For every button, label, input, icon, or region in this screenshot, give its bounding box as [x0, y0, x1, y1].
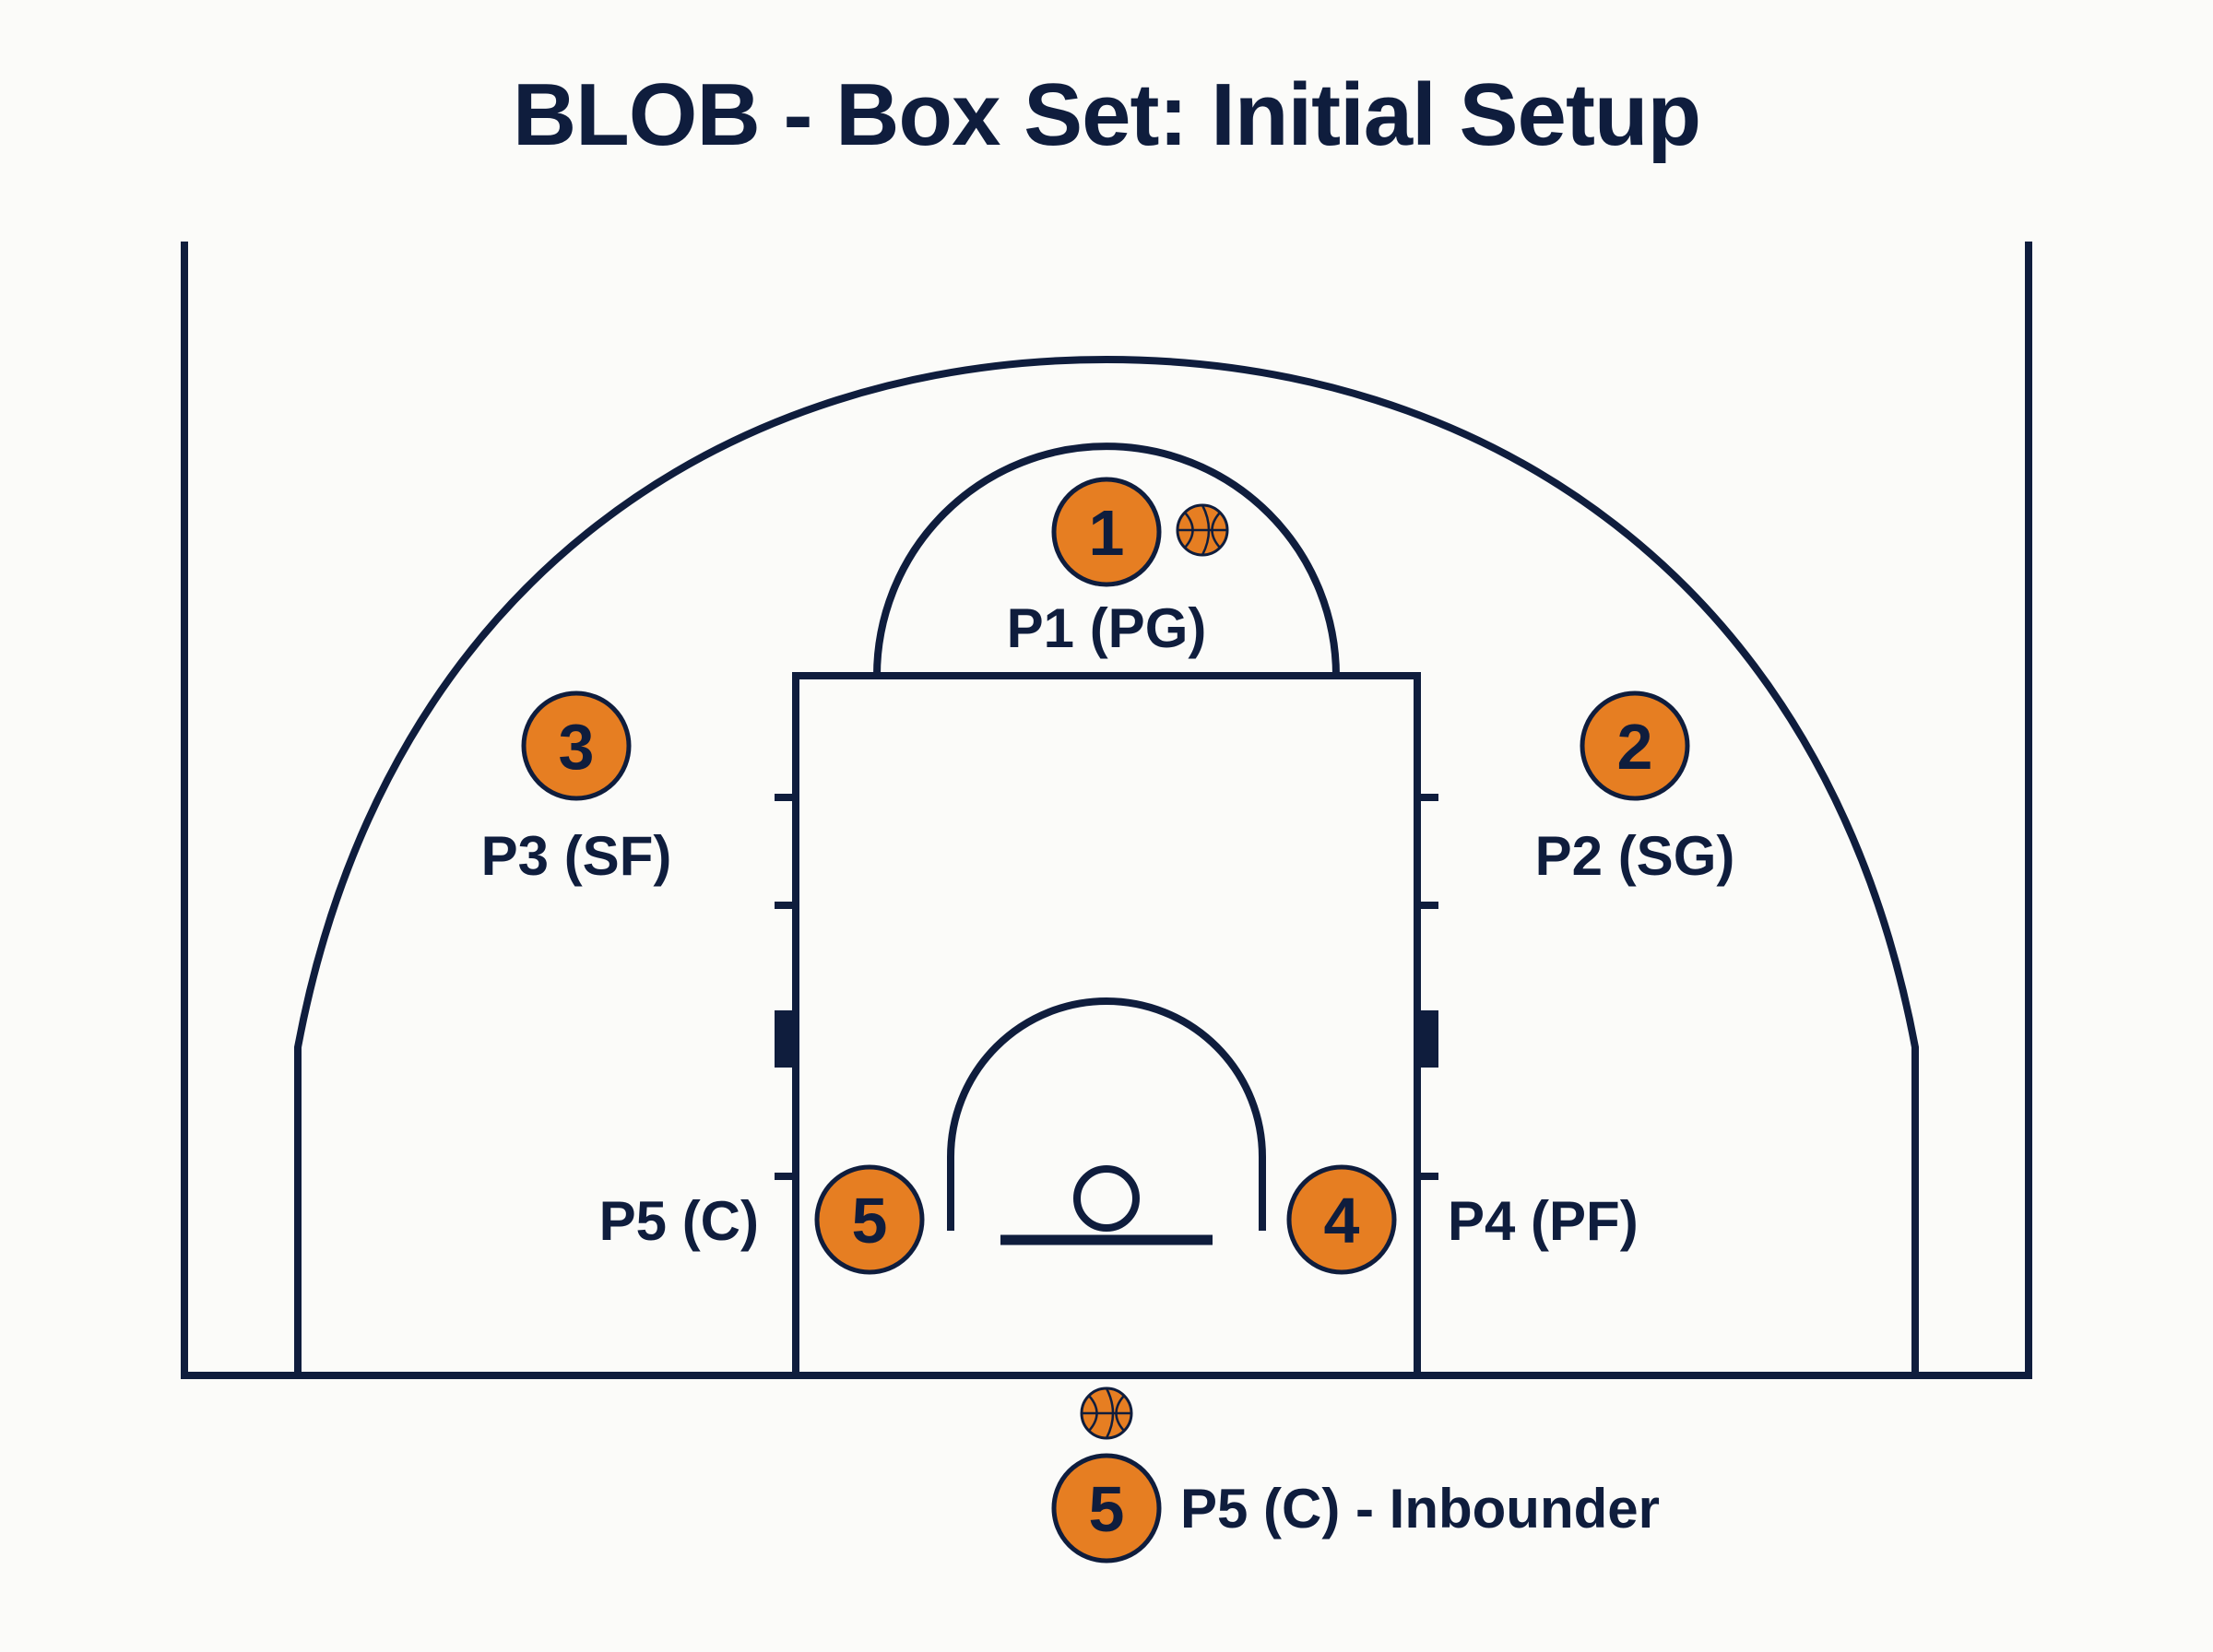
player-number: 5 [852, 1185, 888, 1257]
player-number: 2 [1617, 711, 1653, 783]
left-block [775, 1010, 796, 1068]
restricted-area [947, 997, 1266, 1231]
player-number: 1 [1089, 497, 1125, 569]
player-label: P5 (C) [599, 1190, 759, 1252]
player-inbounder: 5 P5 (C) - Inbounder [1051, 1453, 1660, 1564]
player-2: 2 P2 (SG) [1535, 690, 1735, 887]
player-3: 3 P3 (SF) [481, 690, 672, 887]
player-1: 1 P1 (PG) [1007, 477, 1207, 659]
player-label: P4 (PF) [1448, 1190, 1639, 1252]
three-point-line [294, 355, 1919, 1375]
free-throw-arc [873, 442, 1340, 677]
player-number: 3 [559, 711, 595, 783]
player-number: 4 [1324, 1185, 1360, 1257]
rim [1073, 1165, 1140, 1232]
right-block [1417, 1010, 1438, 1068]
player-label: P2 (SG) [1535, 825, 1735, 887]
player-4: 4 P4 (PF) [1286, 1164, 1639, 1275]
player-number: 5 [1089, 1473, 1125, 1545]
player-label: P5 (C) - Inbounder [1180, 1478, 1660, 1540]
player-label: P1 (PG) [1007, 597, 1207, 659]
basketball-icon [1176, 503, 1229, 557]
diagram-title: BLOB - Box Set: Initial Setup [512, 65, 1701, 164]
player-label: P3 (SF) [481, 825, 672, 887]
basketball-icon [1080, 1386, 1133, 1440]
player-5: 5 P5 (C) [599, 1164, 925, 1275]
